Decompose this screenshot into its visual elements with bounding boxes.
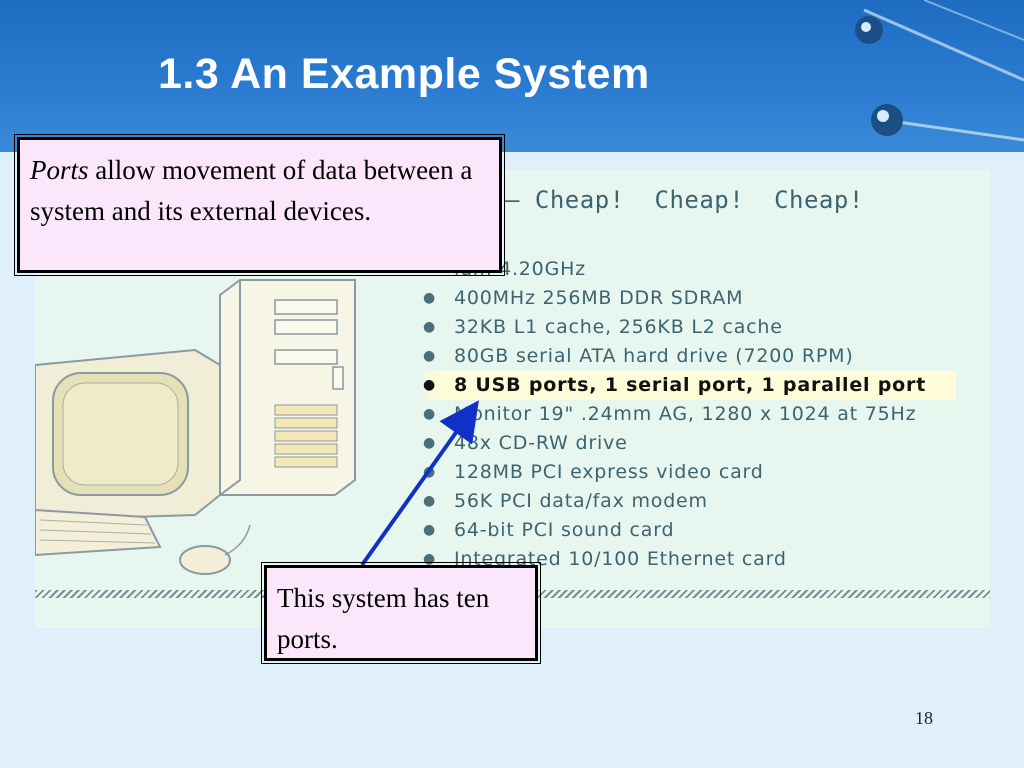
slide-header <box>0 0 1024 152</box>
ports-definition-callout: Ports allow movement of data between a s… <box>14 134 505 276</box>
spec-item: ●400MHz 256MB DDR SDRAM <box>420 284 926 313</box>
computer-illustration <box>35 279 356 575</box>
spec-item: ●48x CD-RW drive <box>420 429 926 458</box>
bullet-icon: ● <box>423 551 437 567</box>
bullet-icon: ● <box>423 493 437 509</box>
slide-title: 1.3 An Example System <box>158 50 650 98</box>
ad-heading: – Cheap! Cheap! Cheap! <box>505 186 864 214</box>
bullet-icon: ● <box>423 435 437 451</box>
pointer-arrow <box>360 400 479 567</box>
bullet-icon: ● <box>423 290 437 306</box>
bullet-icon: ● <box>423 522 437 538</box>
spec-item: ●56K PCI data/fax modem <box>420 487 926 516</box>
bullet-icon: ● <box>423 377 437 393</box>
ports-definition-text: allow movement of data between a system … <box>30 155 473 226</box>
ports-term: Ports <box>30 155 89 185</box>
bullet-icon: ● <box>423 348 437 364</box>
spec-item: ●Monitor 19" .24mm AG, 1280 x 1024 at 75… <box>420 400 926 429</box>
spec-item-ports-highlighted: ●8 USB ports, 1 serial port, 1 parallel … <box>420 371 957 400</box>
spec-item: ●32KB L1 cache, 256KB L2 cache <box>420 313 926 342</box>
decorative-rods-graphic <box>855 0 1024 142</box>
spec-item: ●80GB serial ATA hard drive (7200 RPM) <box>420 342 926 371</box>
bullet-icon: ● <box>423 406 437 422</box>
spec-item: ●Integrated 10/100 Ethernet card <box>420 545 926 574</box>
page-number: 18 <box>915 708 933 728</box>
ten-ports-callout: This system has ten ports. <box>261 562 541 664</box>
spec-item: ●64-bit PCI sound card <box>420 516 926 545</box>
bullet-icon: ● <box>423 319 437 335</box>
